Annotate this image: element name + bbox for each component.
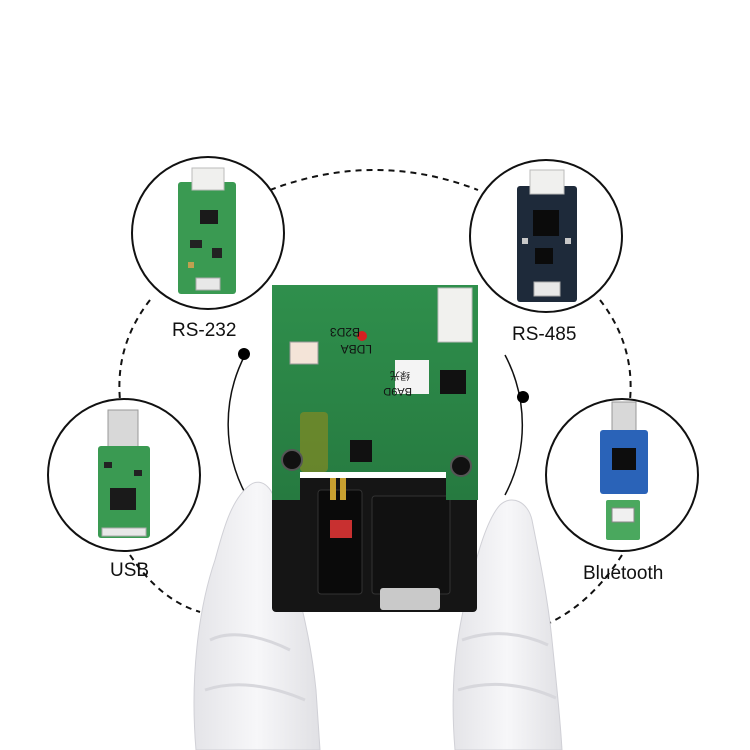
dashed-arc-left <box>118 299 151 401</box>
usb-module <box>47 398 201 552</box>
marking-ba9d: BA9D <box>383 385 412 397</box>
marking-lvguang: 绿光 <box>390 369 410 382</box>
right-glove <box>452 499 563 750</box>
dashed-arc-right <box>599 299 632 401</box>
label-usb: USB <box>110 560 150 581</box>
dashed-connector-ring <box>118 169 632 626</box>
rs485-module <box>469 159 623 313</box>
ring-dot-left <box>238 348 250 360</box>
marking-ldba: LDBA <box>341 342 372 356</box>
bluetooth-module <box>545 398 699 552</box>
label-bluetooth: Bluetooth <box>583 563 664 584</box>
sensor-housing <box>272 478 477 612</box>
dashed-arc-bottom-left <box>129 554 201 613</box>
marking-b2d3: B2D3 <box>330 325 360 339</box>
ring-dot-right <box>517 391 529 403</box>
dashed-arc-bottom-right <box>544 554 623 626</box>
label-rs485: RS-485 <box>512 324 577 345</box>
left-glove <box>193 481 321 750</box>
main-pcb: LDBA B2D3 BA9D 绿光 <box>272 285 478 500</box>
inner-solid-ring <box>227 354 524 496</box>
dashed-arc-top <box>269 169 479 191</box>
label-rs232: RS-232 <box>172 320 237 341</box>
rs232-module <box>131 156 285 310</box>
